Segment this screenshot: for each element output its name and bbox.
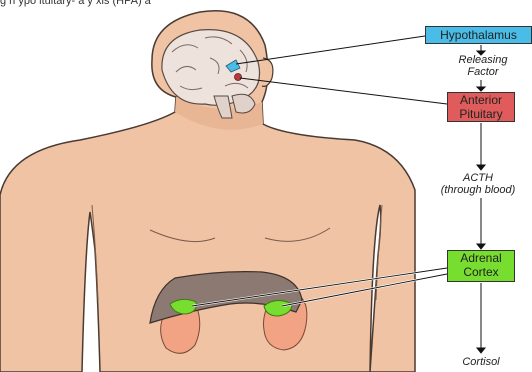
- acth-label: ACTH (through blood): [424, 172, 532, 196]
- adrenal-cortex-line-2: Cortex: [448, 265, 514, 279]
- acth-line-1: ACTH: [424, 172, 532, 184]
- connector-pituitary: [240, 78, 447, 104]
- adrenal-cortex-box: Adrenal Cortex: [447, 250, 515, 282]
- anterior-pituitary-box: Anterior Pituitary: [447, 92, 515, 122]
- releasing-factor-label: Releasing Factor: [440, 54, 526, 78]
- acth-line-2: (through blood): [424, 184, 532, 196]
- cortisol-label: Cortisol: [446, 356, 516, 368]
- releasing-factor-line-1: Releasing: [440, 54, 526, 66]
- pituitary-marker: [235, 74, 242, 81]
- anterior-pituitary-line-2: Pituitary: [448, 107, 514, 121]
- anterior-pituitary-line-1: Anterior: [448, 93, 514, 107]
- hypothalamus-box: Hypothalamus: [425, 26, 532, 44]
- adrenal-cortex-line-1: Adrenal: [448, 251, 514, 265]
- releasing-factor-line-2: Factor: [440, 66, 526, 78]
